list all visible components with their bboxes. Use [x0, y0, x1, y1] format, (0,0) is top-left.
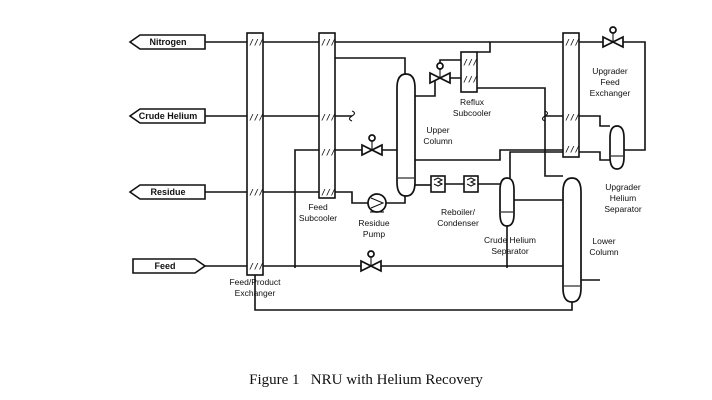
residue-pump: [367, 193, 387, 213]
stream-tag-feed-label: Feed: [154, 261, 175, 271]
residue-pump-label-2: Pump: [363, 229, 385, 239]
feed-subcooler-label-1: Feed: [308, 202, 328, 212]
feed-subcooler-label-2: Subcooler: [299, 213, 337, 223]
upgrader-feed-exchanger-label-2: Feed: [600, 77, 620, 87]
crude-helium-separator-label-2: Separator: [491, 246, 528, 256]
svg-text:///: ///: [249, 262, 264, 271]
crude-helium-separator: [499, 177, 515, 227]
svg-text:///: ///: [463, 75, 478, 84]
upgrader-feed-exchanger-label-3: Exchanger: [590, 88, 631, 98]
valve-reflux: [429, 62, 451, 85]
valve-upgrader: [602, 26, 624, 49]
stream-tag-crude-helium: Crude Helium: [128, 108, 206, 124]
upgrader-feed-exchanger: /// /// ///: [562, 32, 580, 158]
svg-text:///: ///: [249, 113, 264, 122]
upgrader-helium-separator-label-1: Upgrader: [605, 182, 641, 192]
svg-text:///: ///: [565, 145, 580, 154]
upper-column-label-2: Column: [423, 136, 453, 146]
stream-tag-crude-helium-label: Crude Helium: [139, 111, 198, 121]
svg-text:///: ///: [249, 38, 264, 47]
upgrader-helium-separator-label-2: Helium: [610, 193, 636, 203]
reflux-subcooler-label-2: Subcooler: [453, 108, 491, 118]
piping: [205, 41, 646, 311]
lower-column-label-2: Column: [589, 247, 619, 257]
svg-text:///: ///: [321, 38, 336, 47]
feed-subcooler: /// /// /// ///: [318, 32, 336, 199]
crude-helium-separator-label-1: Crude Helium: [484, 235, 536, 245]
stream-tag-nitrogen: Nitrogen: [128, 34, 206, 50]
upper-column-label-1: Upper: [426, 125, 449, 135]
valve-upper-feed: [361, 134, 383, 157]
reboiler-condenser: [430, 175, 479, 193]
lower-column: [562, 177, 582, 303]
reboiler-condenser-label-2: Condenser: [437, 218, 479, 228]
feed-product-exchanger: /// /// /// ///: [246, 32, 264, 276]
lower-column-label-1: Lower: [592, 236, 615, 246]
svg-text:///: ///: [321, 148, 336, 157]
stream-tag-residue-label: Residue: [150, 187, 185, 197]
reflux-subcooler: /// ///: [460, 51, 478, 93]
stream-tag-nitrogen-label: Nitrogen: [150, 37, 187, 47]
residue-pump-label-1: Residue: [358, 218, 389, 228]
valve-feed: [360, 250, 382, 273]
svg-text:///: ///: [565, 38, 580, 47]
reboiler-condenser-label-1: Reboiler/: [441, 207, 476, 217]
stream-tag-feed: Feed: [132, 258, 207, 274]
svg-text:///: ///: [565, 113, 580, 122]
svg-text:///: ///: [249, 188, 264, 197]
svg-text:///: ///: [321, 188, 336, 197]
stream-tag-residue: Residue: [128, 184, 206, 200]
svg-text:///: ///: [321, 113, 336, 122]
upgrader-feed-exchanger-label-1: Upgrader: [592, 66, 628, 76]
svg-text:///: ///: [463, 58, 478, 67]
reflux-subcooler-label-1: Reflux: [460, 97, 485, 107]
upper-column: [396, 73, 416, 197]
upgrader-helium-separator: [609, 125, 625, 170]
upgrader-helium-separator-label-3: Separator: [604, 204, 641, 214]
figure-caption: Figure 1 NRU with Helium Recovery: [249, 372, 483, 388]
